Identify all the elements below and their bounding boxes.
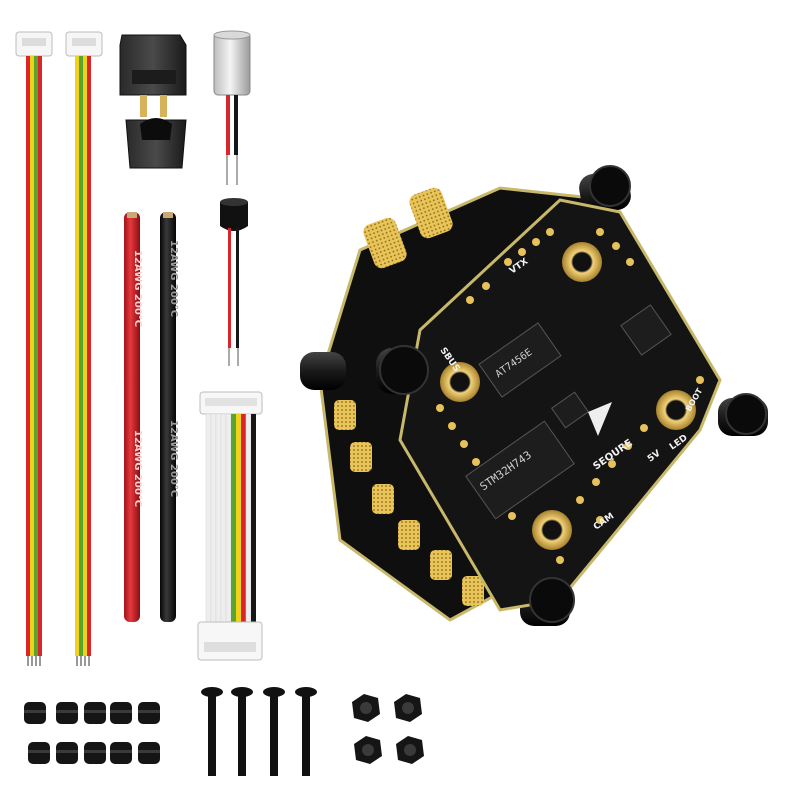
silicone-wire-red: 12AWG 200°C 12AWG 200°C <box>124 212 143 622</box>
wire-print: 12AWG 200°C <box>132 430 143 507</box>
screw <box>295 687 317 776</box>
wire-print: 12AWG 200°C <box>168 420 179 497</box>
screw <box>201 687 223 776</box>
screw <box>231 687 253 776</box>
esc-harness <box>197 391 263 661</box>
nut <box>352 694 380 722</box>
osd-chip: AT7456E <box>478 322 562 398</box>
fc-esc-stack: STM32H743 AT7456E SEQURE 5V LED BOOT VTX… <box>300 165 768 626</box>
wire-print: 12AWG 200°C <box>168 240 179 317</box>
small-chip <box>550 391 590 429</box>
m3-nuts <box>352 694 424 764</box>
nut <box>354 736 382 764</box>
solder-pads <box>436 228 704 564</box>
m3-screws <box>201 687 317 776</box>
direction-arrow <box>588 402 612 436</box>
rubber-grommets <box>24 702 160 764</box>
wire-print: 12AWG 200°C <box>132 250 143 327</box>
gyro-chip <box>620 304 672 356</box>
xt60-connector <box>119 34 187 169</box>
mount-hole <box>440 242 696 550</box>
buzzer <box>220 198 248 366</box>
standoff-top <box>379 165 767 623</box>
capacitor <box>213 30 251 185</box>
nut <box>394 694 422 722</box>
nut <box>396 736 424 764</box>
silicone-wire-black: 12AWG 200°C 12AWG 200°C <box>160 212 179 622</box>
screw <box>263 687 285 776</box>
jst-cable-right <box>65 31 103 666</box>
jst-cable-left <box>15 31 53 666</box>
esc-motor-pads <box>334 187 484 606</box>
